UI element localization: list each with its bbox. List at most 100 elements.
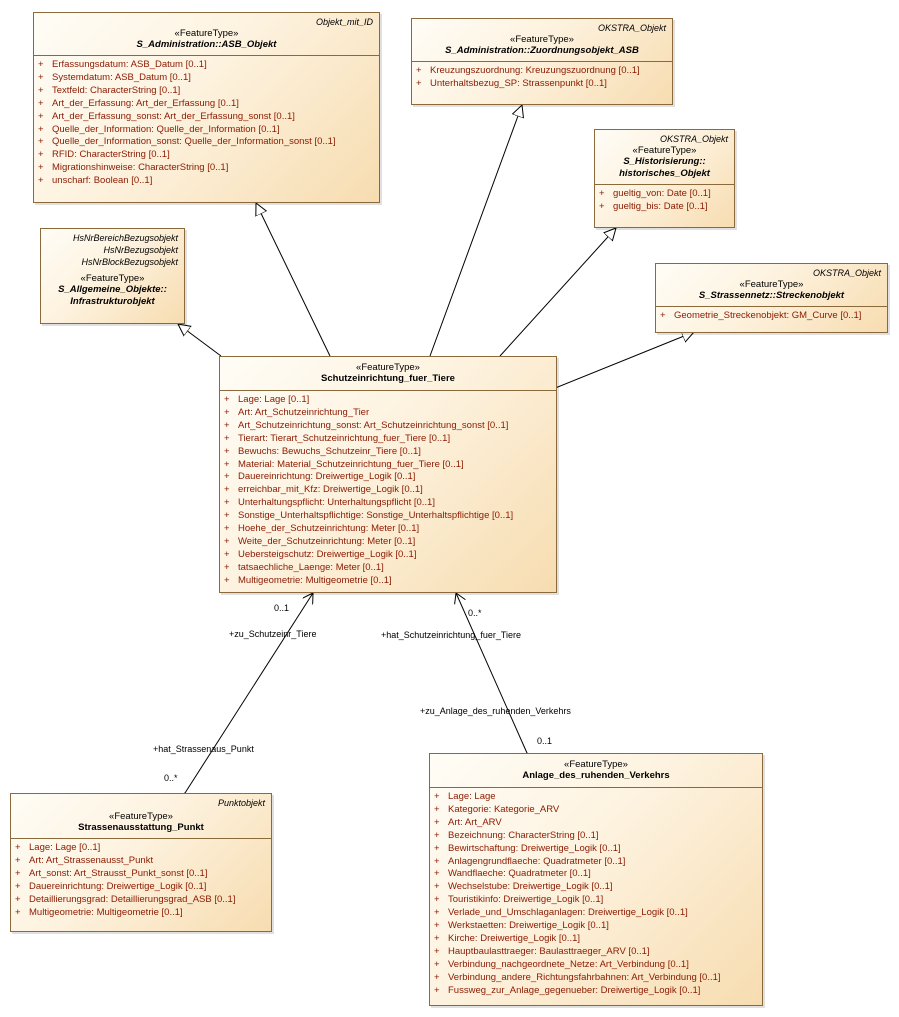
attribute-text: Textfeld: CharacterString [0..1] bbox=[52, 84, 181, 96]
generalization-to-streckenobjekt bbox=[532, 332, 694, 398]
visibility-marker: + bbox=[38, 123, 44, 135]
attribute-row: +Verlade_und_Umschlaganlagen: Dreiwertig… bbox=[434, 907, 758, 920]
attribute-text: Lage: Lage [0..1] bbox=[29, 842, 101, 853]
class-name: S_Administration::Zuordnungsobjekt_ASB bbox=[445, 45, 639, 56]
visibility-marker: + bbox=[224, 458, 230, 470]
attribute-row: +Multigeometrie: Multigeometrie [0..1] bbox=[224, 575, 552, 588]
attribute-row: +Hoehe_der_Schutzeinrichtung: Meter [0..… bbox=[224, 523, 552, 536]
attribute-row: +Art_Schutzeinrichtung_sonst: Art_Schutz… bbox=[224, 420, 552, 433]
tagged-value: HsNrBereichBezugsobjekt bbox=[72, 233, 178, 243]
attribute-text: Wandflaeche: Quadratmeter [0..1] bbox=[448, 868, 591, 880]
attribute-row: +Bewirtschaftung: Dreiwertige_Logik [0..… bbox=[434, 843, 758, 856]
attribute-text: Tierart: Tierart_Schutzeinrichtung_fuer_… bbox=[238, 432, 451, 444]
attribute-list: +Lage: Lage [0..1]+Art: Art_Strassenauss… bbox=[11, 839, 271, 921]
attribute-text: Systemdatum: ASB_Datum [0..1] bbox=[52, 71, 191, 83]
visibility-marker: + bbox=[434, 855, 440, 867]
class-asb-objekt[interactable]: Objekt_mit_ID «FeatureType» S_Administra… bbox=[33, 12, 380, 203]
visibility-marker: + bbox=[38, 162, 44, 174]
attribute-row: +Werkstaetten: Dreiwertige_Logik [0..1] bbox=[434, 920, 758, 933]
tagged-value: OKSTRA_Objekt bbox=[597, 23, 666, 33]
class-strassenausstattung-punkt[interactable]: Punktobjekt «FeatureType» Strassenaussta… bbox=[10, 793, 272, 932]
class-header: OKSTRA_Objekt «FeatureType» S_Administra… bbox=[412, 19, 672, 62]
multiplicity-label: 0..1 bbox=[274, 603, 290, 613]
attribute-row: +Kreuzungszuordnung: Kreuzungszuordnung … bbox=[416, 65, 668, 78]
stereotype: «FeatureType» bbox=[510, 34, 574, 45]
class-infrastrukturobjekt[interactable]: HsNrBereichBezugsobjekt HsNrBezugsobjekt… bbox=[40, 228, 185, 324]
visibility-marker: + bbox=[434, 894, 440, 906]
attribute-row: +Unterhaltsbezug_SP: Strassenpunkt [0..1… bbox=[416, 78, 668, 91]
attribute-row: +Lage: Lage [0..1] bbox=[15, 842, 267, 855]
visibility-marker: + bbox=[434, 984, 440, 996]
visibility-marker: + bbox=[416, 77, 422, 89]
attribute-row: +Migrationshinweise: CharacterString [0.… bbox=[38, 162, 375, 175]
role-label: +hat_Strassenaus_Punkt bbox=[153, 744, 254, 754]
attribute-row: + Material: Material_Schutzeinrichtung_fu… bbox=[224, 459, 552, 472]
visibility-marker: + bbox=[434, 881, 440, 893]
attribute-row: +Art: Art_ARV bbox=[434, 817, 758, 830]
attribute-row: +Verbindung_nachgeordnete_Netze: Art_Ver… bbox=[434, 959, 758, 972]
attribute-list: +Lage: Lage+Kategorie: Kategorie_ARV+Art… bbox=[430, 788, 762, 1000]
class-streckenobjekt[interactable]: OKSTRA_Objekt «FeatureType» S_Strassenne… bbox=[655, 263, 888, 333]
attribute-text: Unterhaltungspflicht: Unterhaltungspflic… bbox=[238, 497, 435, 509]
association-anlage bbox=[456, 593, 527, 753]
visibility-marker: + bbox=[38, 97, 44, 109]
attribute-text: Art_der_Erfassung: Art_der_Erfassung [0.… bbox=[52, 97, 239, 109]
visibility-marker: + bbox=[224, 432, 230, 444]
stereotype: «FeatureType» bbox=[109, 811, 173, 822]
multiplicity-label: 0..* bbox=[164, 773, 178, 783]
class-header: «FeatureType» Anlage_des_ruhenden_Verkeh… bbox=[430, 754, 762, 788]
attribute-text: Art_sonst: Art_Strausst_Punkt_sonst [0..… bbox=[29, 867, 208, 879]
attribute-list: +gueltig_von: Date [0..1]+gueltig_bis: D… bbox=[595, 185, 734, 216]
class-header: Punktobjekt «FeatureType» Strassenaussta… bbox=[11, 794, 271, 839]
attribute-text: unscharf: Boolean [0..1] bbox=[52, 175, 153, 187]
attribute-row: +Multigeometrie: Multigeometrie [0..1] bbox=[15, 907, 267, 920]
visibility-marker: + bbox=[38, 110, 44, 122]
attribute-row: +Systemdatum: ASB_Datum [0..1] bbox=[38, 72, 375, 85]
attribute-text: Hoehe_der_Schutzeinrichtung: Meter [0..1… bbox=[238, 523, 420, 535]
stereotype: «FeatureType» bbox=[632, 145, 697, 156]
tagged-value: Objekt_mit_ID bbox=[315, 17, 373, 27]
stereotype: «FeatureType» bbox=[80, 273, 145, 284]
visibility-marker: + bbox=[224, 394, 230, 405]
tagged-value: OKSTRA_Objekt bbox=[812, 268, 881, 278]
tagged-value: HsNrBlockBezugsobjekt bbox=[81, 257, 178, 267]
attribute-row: + Art_der_Erfassung_sonst: Art_der_Erfass… bbox=[38, 111, 375, 124]
class-header: OKSTRA_Objekt «FeatureType» S_Historisie… bbox=[595, 130, 734, 185]
attribute-text: Art_der_Erfassung_sonst: Art_der_Erfassu… bbox=[52, 110, 295, 122]
attribute-text: Art: Art_Strassenausst_Punkt bbox=[29, 854, 154, 866]
class-name: S_Strassennetz::Streckenobjekt bbox=[698, 290, 845, 301]
class-schutzeinrichtung-fuer-tiere[interactable]: «FeatureType» Schutzeinrichtung_fuer_Tie… bbox=[219, 356, 557, 593]
class-name-line-1: S_Historisierung:: bbox=[623, 156, 706, 167]
attribute-text: Fussweg_zur_Anlage_gegenueber: Dreiwerti… bbox=[448, 984, 701, 996]
attribute-row: +Dauereinrichtung: Dreiwertige_Logik [0.… bbox=[15, 881, 267, 894]
tagged-value: OKSTRA_Objekt bbox=[659, 134, 728, 144]
attribute-text: Material: Material_Schutzeinrichtung_fue… bbox=[238, 458, 464, 470]
class-zuordnungsobjekt-asb[interactable]: OKSTRA_Objekt «FeatureType» S_Administra… bbox=[411, 18, 673, 105]
attribute-row: + Lage: Lage [0..1] bbox=[224, 394, 552, 407]
attribute-row: +RFID: CharacterString [0..1] bbox=[38, 149, 375, 162]
class-historisches-objekt[interactable]: OKSTRA_Objekt «FeatureType» S_Historisie… bbox=[594, 129, 735, 228]
visibility-marker: + bbox=[224, 484, 230, 496]
class-header: Objekt_mit_ID «FeatureType» S_Administra… bbox=[34, 13, 379, 56]
visibility-marker: + bbox=[224, 535, 230, 547]
association-strassenausstattung bbox=[185, 593, 313, 793]
attribute-text: tatsaechliche_Laenge: Meter [0..1] bbox=[238, 561, 384, 573]
attribute-row: +Uebersteigschutz: Dreiwertige_Logik [0.… bbox=[224, 549, 552, 562]
stereotype: «FeatureType» bbox=[739, 279, 804, 290]
generalization-to-zuordnungsobjekt bbox=[429, 105, 522, 357]
visibility-marker: + bbox=[38, 149, 44, 161]
attribute-text: Multigeometrie: Multigeometrie [0..1] bbox=[238, 574, 392, 586]
visibility-marker: + bbox=[434, 971, 440, 983]
attribute-row: +Anlagengrundflaeche: Quadratmeter [0..1… bbox=[434, 856, 758, 869]
attribute-text: Kategorie: Kategorie_ARV bbox=[448, 803, 560, 815]
attribute-text: Bezeichnung: CharacterString [0..1] bbox=[448, 829, 599, 841]
attribute-row: +Unterhaltungspflicht: Unterhaltungspfli… bbox=[224, 497, 552, 510]
attribute-text: Dauereinrichtung: Dreiwertige_Logik [0..… bbox=[29, 880, 207, 892]
class-anlage-des-ruhenden-verkehrs[interactable]: «FeatureType» Anlage_des_ruhenden_Verkeh… bbox=[429, 753, 763, 1006]
visibility-marker: + bbox=[224, 445, 230, 457]
attribute-row: +Kategorie: Kategorie_ARV bbox=[434, 804, 758, 817]
visibility-marker: + bbox=[434, 945, 440, 957]
attribute-text: Lage: Lage [0..1] bbox=[238, 394, 310, 405]
attribute-text: erreichbar_mit_Kfz: Dreiwertige_Logik [0… bbox=[238, 484, 423, 496]
visibility-marker: + bbox=[434, 816, 440, 828]
